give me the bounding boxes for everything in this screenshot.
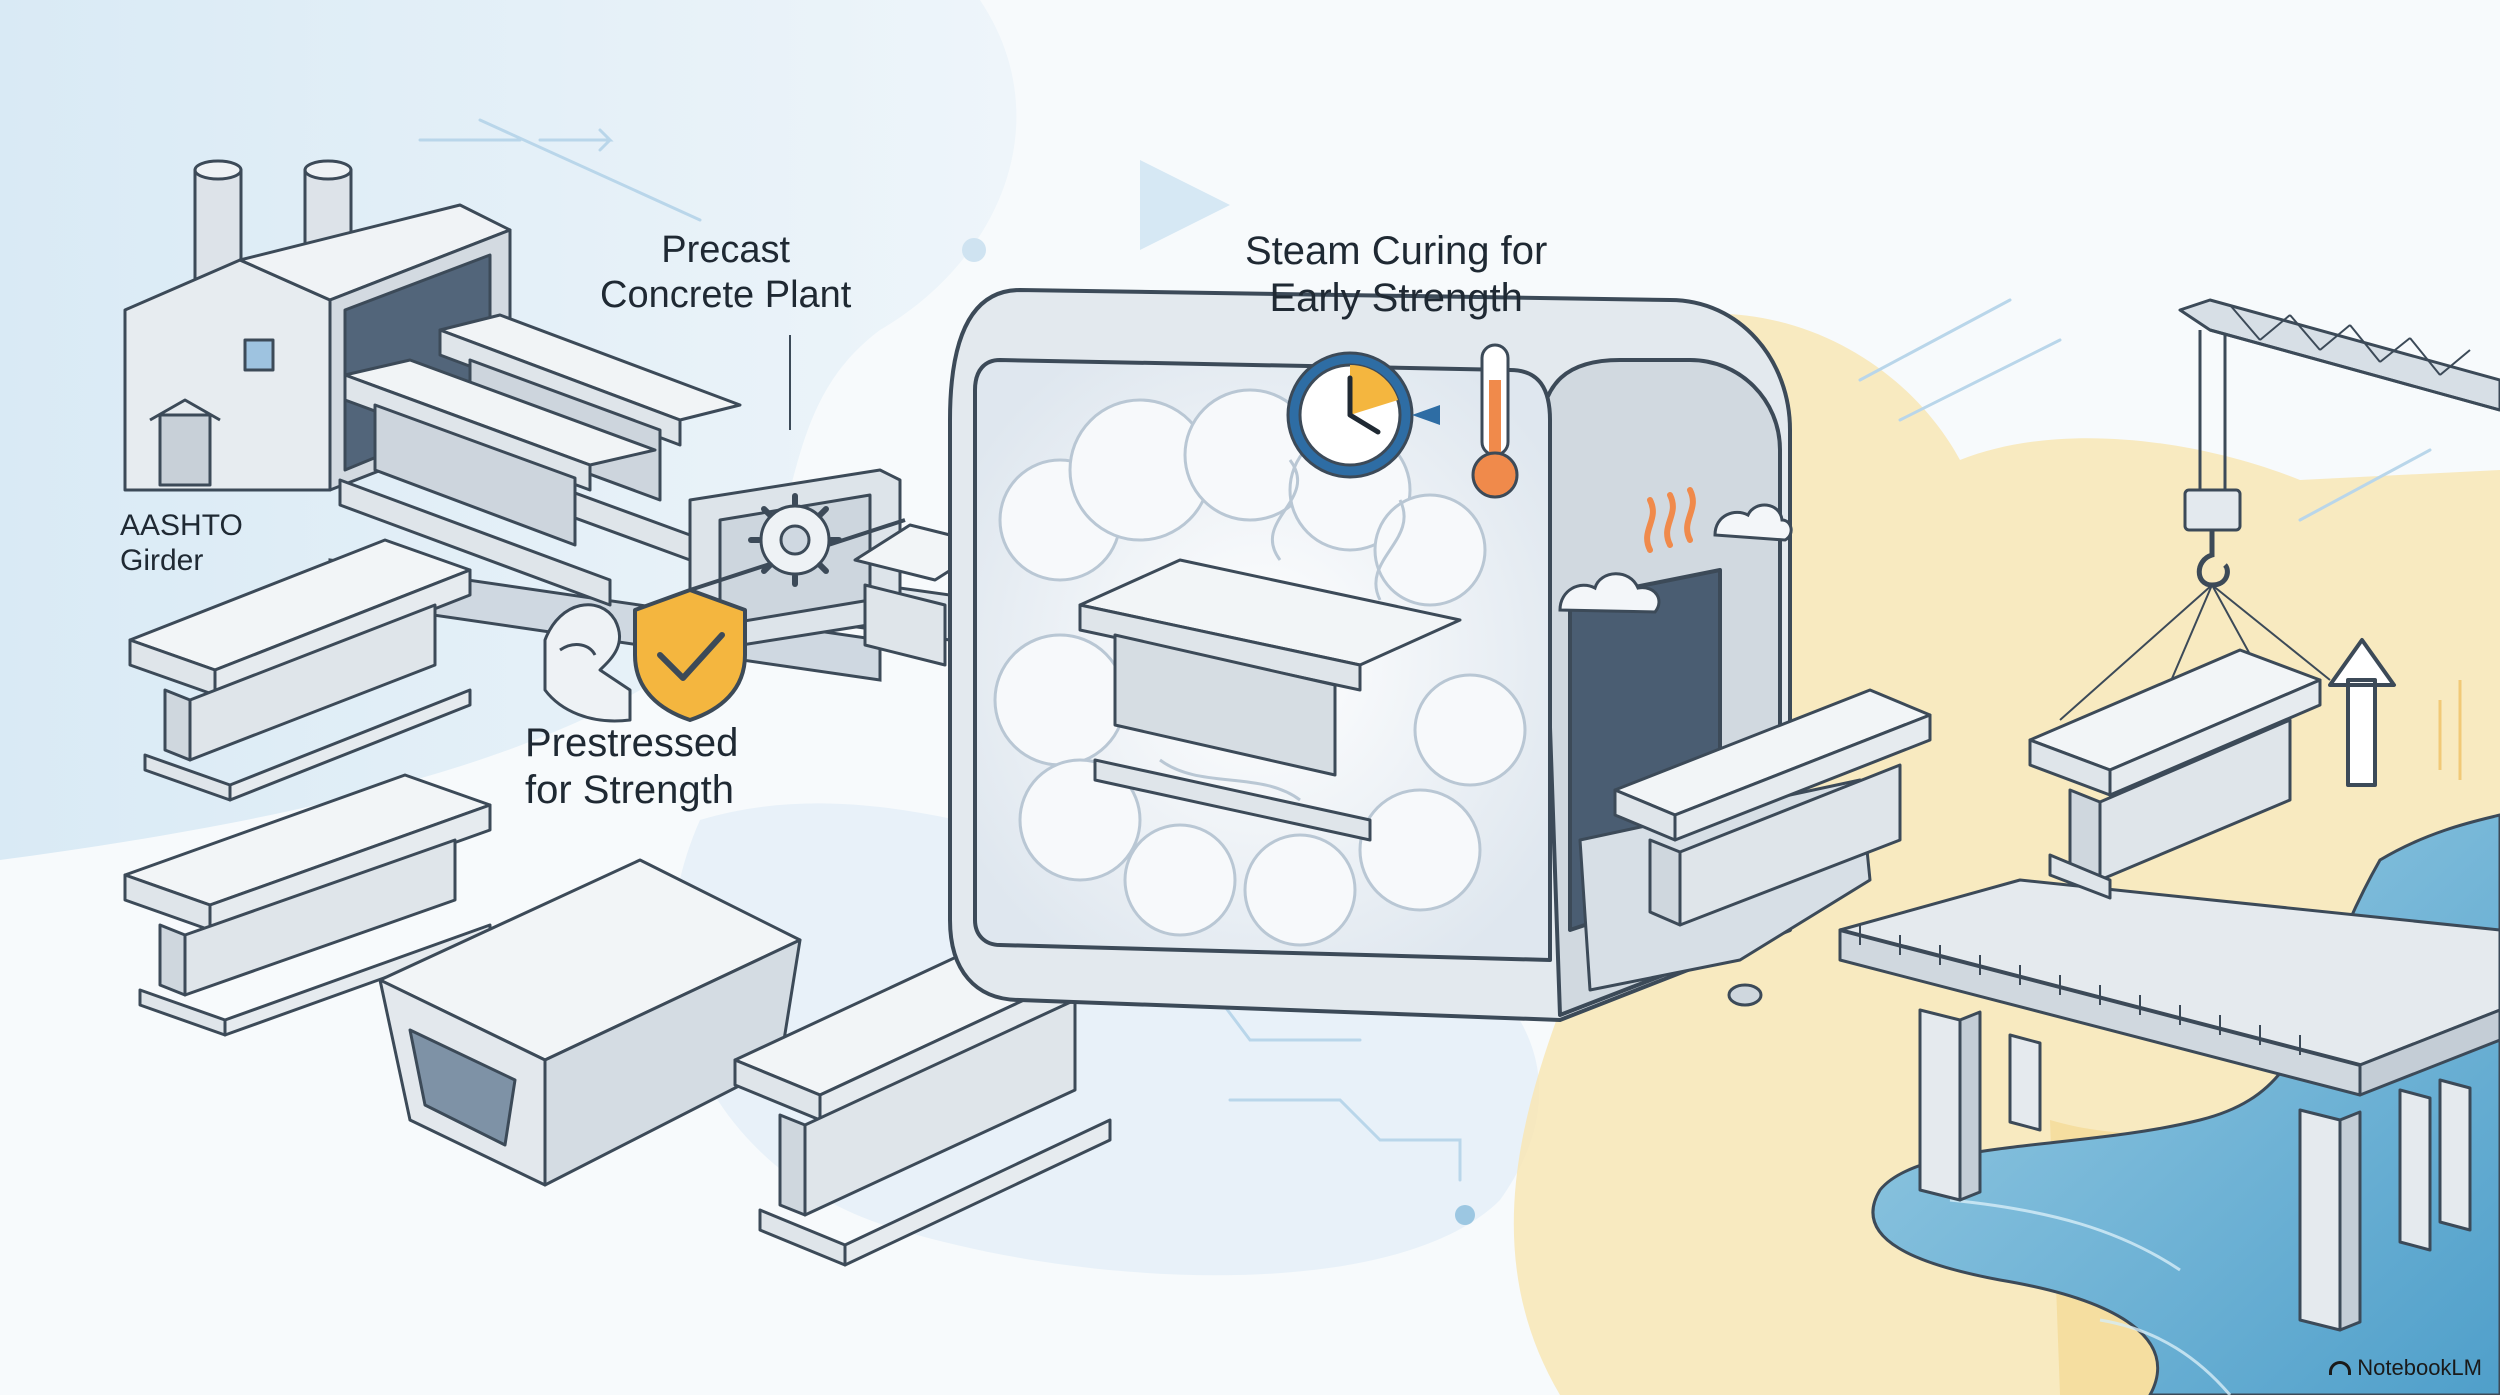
girder-lifted [2028, 648, 2322, 900]
notebooklm-logo-icon [2329, 1361, 2352, 1375]
watermark-text: NotebookLM [2357, 1355, 2482, 1380]
precast-label-line2: Concrete Plant [600, 273, 852, 316]
thermometer-icon [1471, 343, 1519, 499]
crane [2178, 298, 2500, 490]
up-arrow-icon [2328, 638, 2396, 787]
aashto-girder-label: AASHTO Girder [120, 508, 243, 579]
cloud-icon [1558, 503, 1793, 614]
girder-factory-lower [338, 358, 657, 607]
heat-waves-icon [1644, 487, 1696, 553]
steam-wisps [1159, 459, 1406, 802]
clock-icon [1286, 351, 1440, 479]
precast-concrete-plant-label: Precast Concrete Plant [600, 228, 851, 318]
aashto-label-line1: AASHTO [120, 509, 243, 542]
flexed-arm-icon [543, 603, 632, 723]
box-girder [378, 858, 802, 1187]
steam-clouds [993, 388, 1527, 947]
bridge [1838, 878, 2500, 1332]
steam-label-line1: Steam Curing for [1245, 229, 1548, 273]
girder-exiting-chamber [1613, 688, 1932, 927]
girder-in-chamber [1078, 558, 1462, 842]
shield-check-icon [633, 588, 747, 722]
decor-lines-right [2438, 680, 2462, 780]
prestressed-label: Prestressed for Strength [525, 720, 738, 814]
prestressed-label-line2: for Strength [525, 768, 735, 813]
notebooklm-watermark: NotebookLM [2329, 1355, 2482, 1381]
crane-hook-icon [2059, 488, 2331, 731]
girder-stack-1 [128, 538, 472, 802]
precast-label-line1: Precast [661, 229, 791, 271]
steam-label-line2: Early Strength [1269, 276, 1523, 321]
aashto-label-line2: Girder [120, 544, 204, 578]
prestressed-label-line1: Prestressed [525, 721, 739, 765]
girder-stack-2 [123, 773, 492, 1037]
gear-icon [748, 493, 842, 587]
steam-curing-label: Steam Curing for Early Strength [1245, 228, 1547, 322]
